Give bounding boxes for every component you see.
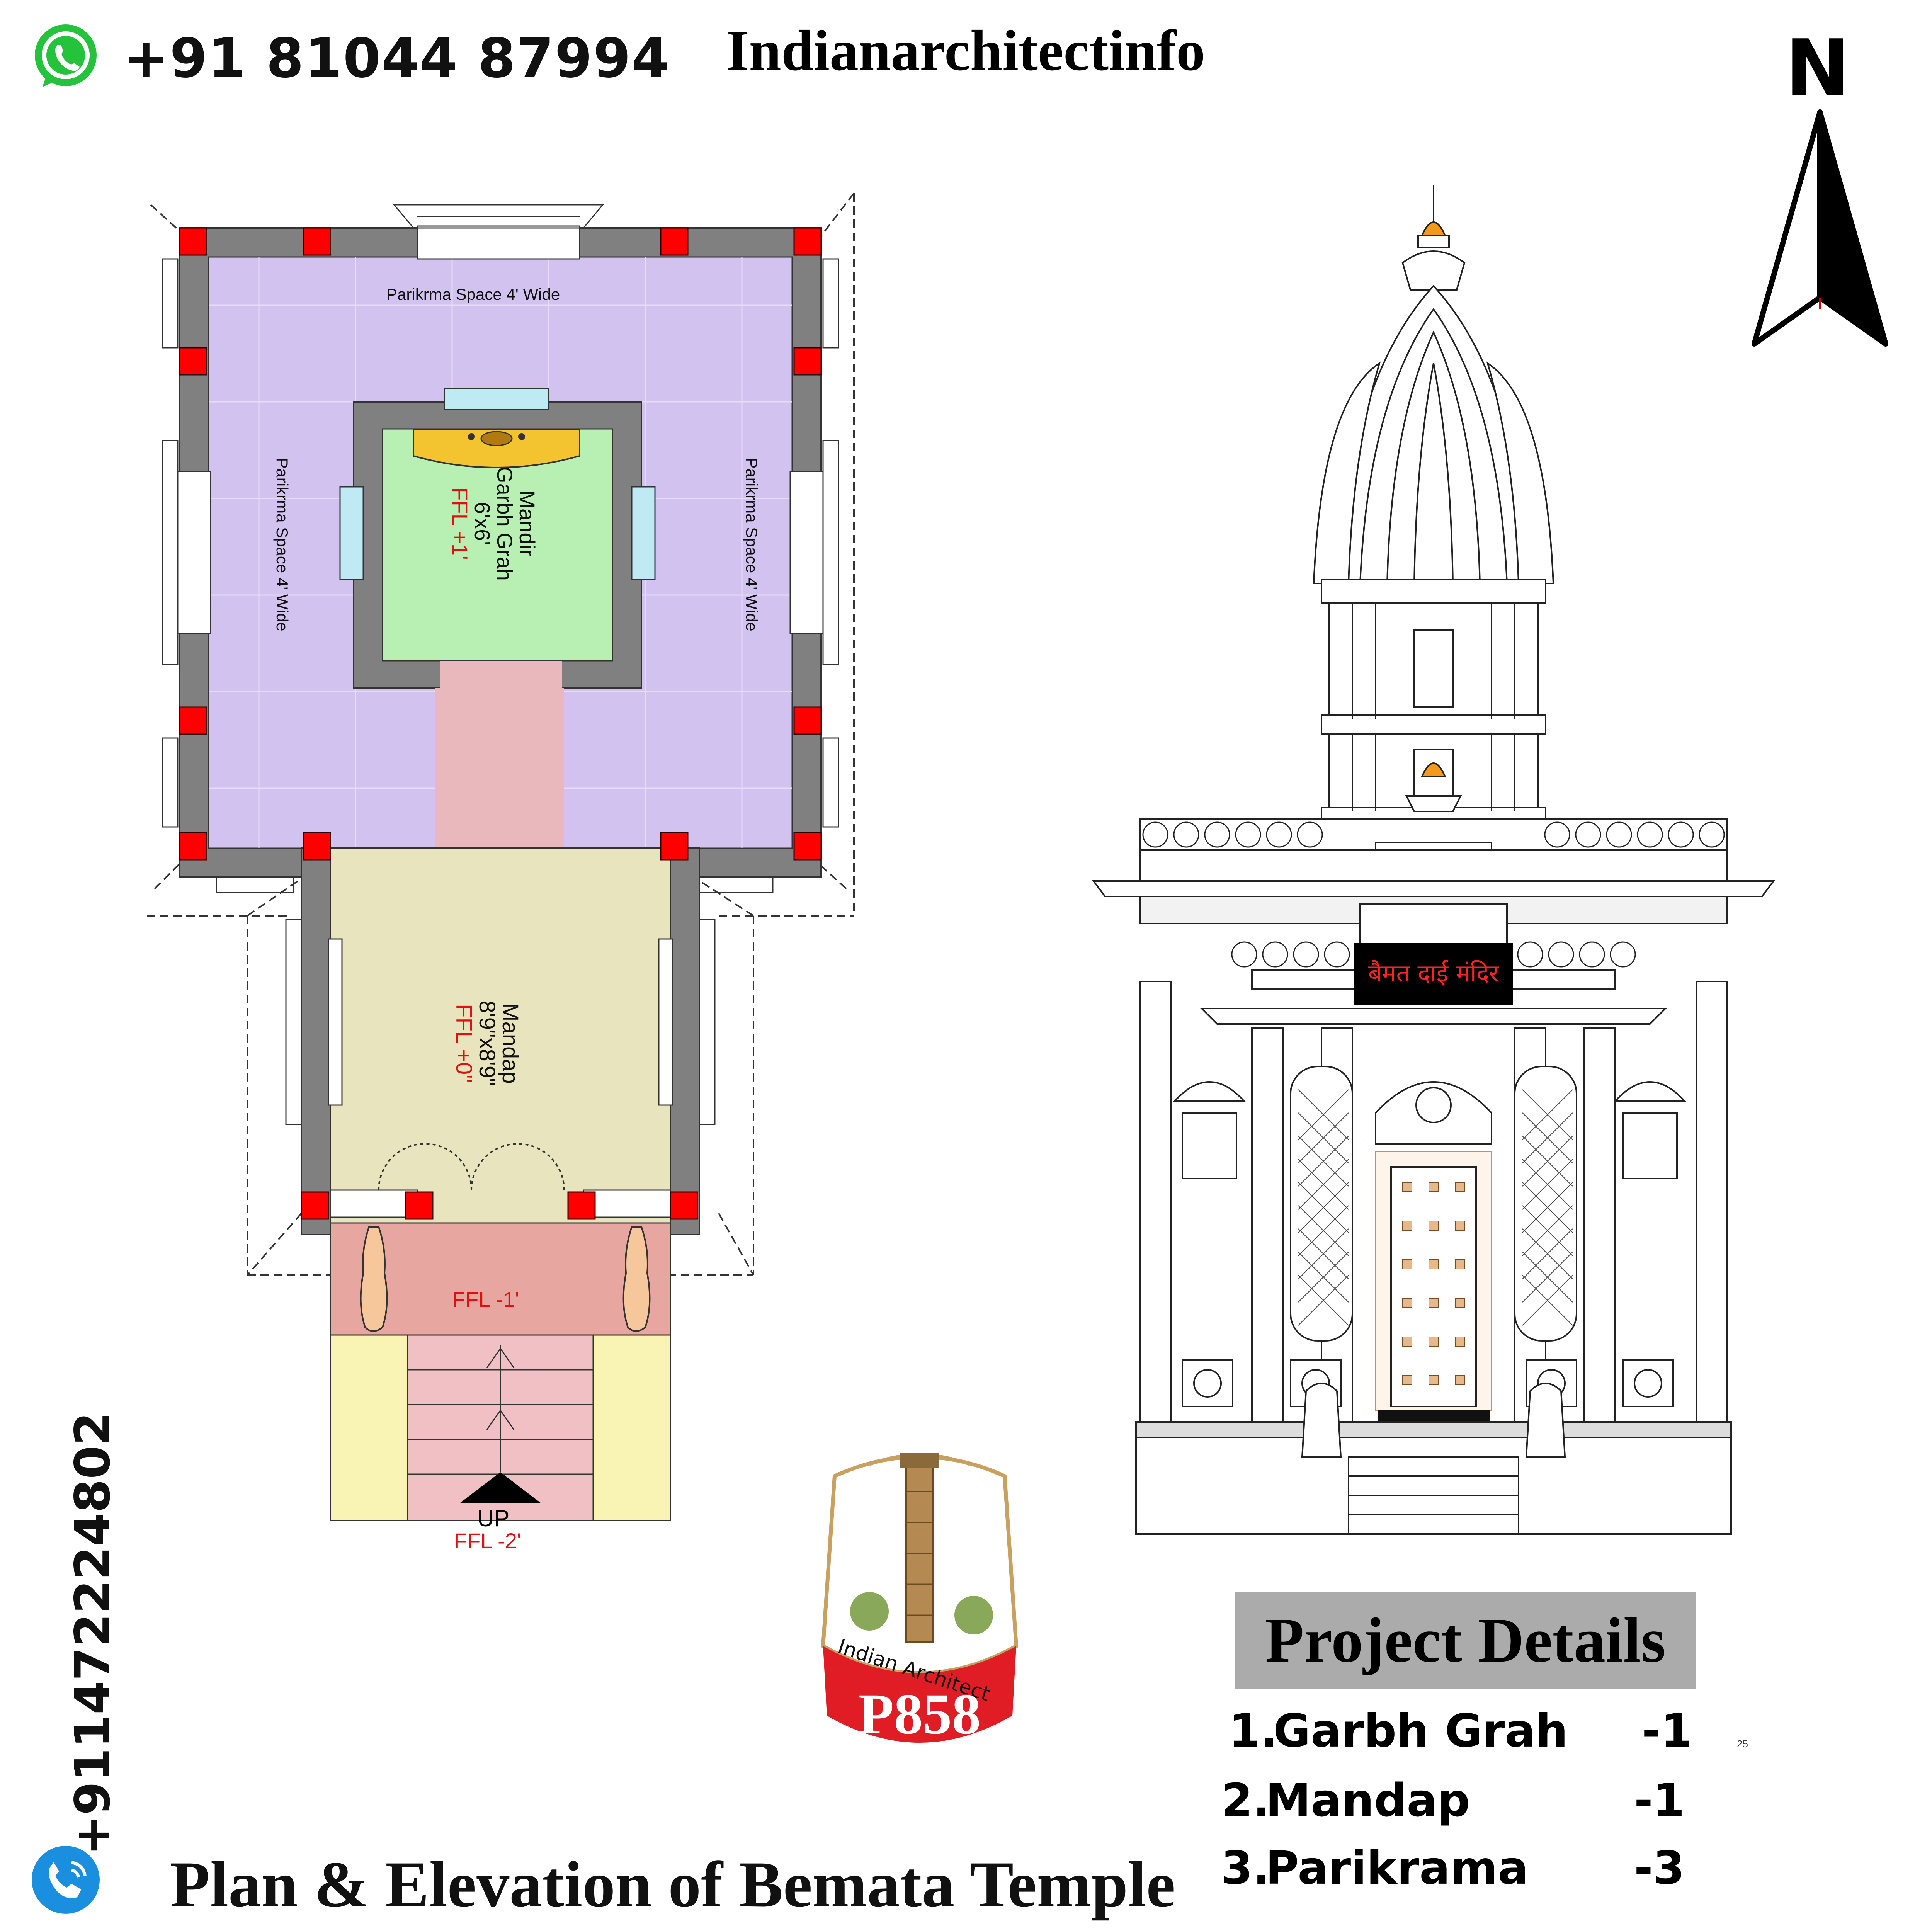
whatsapp-icon (31, 21, 100, 91)
project-detail-number: 1. (1229, 1704, 1278, 1757)
garbh-line1: Mandir (515, 490, 539, 557)
north-arrow-icon (1747, 108, 1893, 355)
garbh-grah-label: Mandir Garbh Grah 6'x6' FFL +1' (438, 427, 539, 620)
project-detail-name: Mandap (1265, 1774, 1470, 1827)
project-detail-qty: -1 (1634, 1774, 1685, 1827)
side-phone-number: +911472224802 (65, 1412, 121, 1856)
project-detail-name: Garbh Grah (1273, 1704, 1568, 1757)
mandap-label: Mandap 8'9"x8'9" FFL +0" (444, 947, 523, 1140)
garbh-line2: Garbh Grah (493, 466, 517, 581)
garbh-ffl: FFL +1' (448, 487, 472, 560)
project-details-title: Project Details (1235, 1592, 1696, 1689)
project-detail-number: 3. (1221, 1841, 1270, 1895)
temple-elevation (1082, 185, 1785, 1546)
north-label: N (1785, 23, 1850, 113)
stairs-up-label: UP (477, 1505, 510, 1531)
project-detail-qty: -1 (1641, 1704, 1692, 1757)
project-detail-number: 2. (1221, 1774, 1270, 1827)
parikrama-right-label: Parikrma Space 4' Wide (743, 457, 761, 631)
porch-ffl-label: FFL -1' (452, 1287, 519, 1311)
tiny-note: 25 (1737, 1738, 1748, 1750)
parikrama-left-label: Parikrma Space 4' Wide (273, 457, 291, 631)
mandap-name: Mandap (498, 1003, 523, 1084)
phone-call-icon (29, 1843, 102, 1917)
mandap-ffl: FFL +0" (451, 1004, 476, 1083)
project-detail-row: 1. Garbh Grah -1 (1229, 1704, 1692, 1770)
mandap-size: 8'9"x8'9" (474, 1000, 500, 1086)
whatsapp-phone-number: +91 81044 87994 (124, 27, 670, 90)
parikrama-top-label: Parikrma Space 4' Wide (386, 285, 560, 303)
project-detail-qty: -3 (1634, 1841, 1685, 1895)
brand-name: Indianarchitectinfo (726, 19, 1205, 83)
stairs-ffl-label: FFL -2' (454, 1529, 521, 1553)
garbh-size: 6'x6' (470, 502, 495, 545)
project-detail-row: 2. Mandap -1 (1221, 1774, 1685, 1839)
temple-sign-text: बैमत दाई मंदिर (1368, 959, 1499, 987)
project-detail-row: 3. Parikrama -3 (1221, 1841, 1685, 1907)
page-title: Plan & Elevation of Bemata Temple (170, 1848, 1175, 1921)
logo-code: P858 (858, 1682, 981, 1746)
project-detail-name: Parikrama (1265, 1841, 1529, 1895)
indian-architect-logo (811, 1430, 1028, 1758)
floor-plan (147, 185, 900, 1553)
